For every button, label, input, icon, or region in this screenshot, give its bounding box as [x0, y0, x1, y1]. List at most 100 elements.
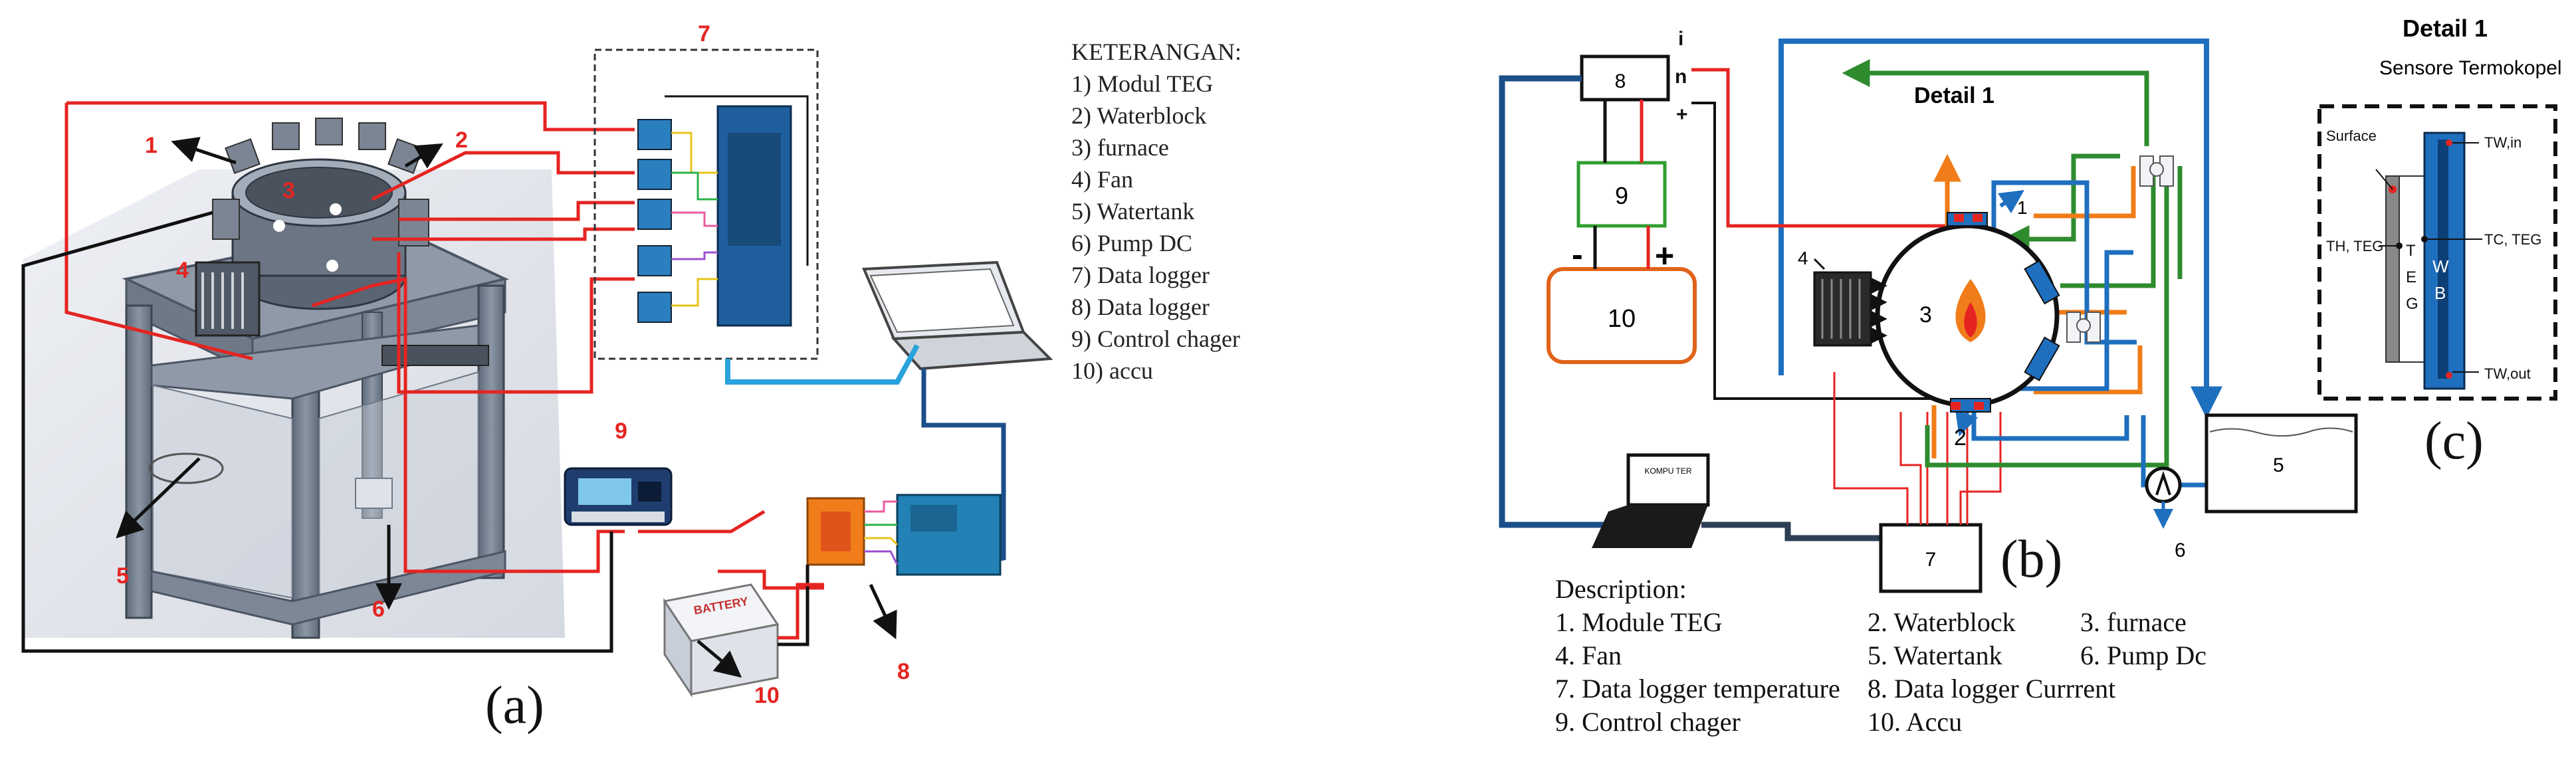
detail-label: Detail 1 [1914, 83, 1994, 108]
callout-9: 9 [615, 419, 627, 444]
teg-letter: T [2406, 242, 2416, 260]
legend-item: 7) Data logger [1071, 262, 1210, 288]
desc-item: 1. Module TEG [1555, 607, 1722, 637]
detail-title: Detail 1 [2403, 15, 2488, 42]
callout-numbers: 1 2 3 4 5 6 7 8 9 10 [116, 21, 910, 708]
laptop-a [862, 260, 1053, 371]
legend-item: 8) Data logger [1071, 294, 1210, 320]
callout-6: 6 [372, 597, 385, 622]
panel-b: 8 9 10 - + i n + KOMPU TER 7 [1499, 28, 2358, 737]
polarity-plus: + [1655, 237, 1674, 274]
callout-8: 8 [897, 659, 910, 684]
legend-item: 1) Modul TEG [1071, 70, 1213, 97]
wb-letter: W [2432, 256, 2449, 276]
control-charger-model [564, 467, 673, 526]
box-10 [1547, 267, 1697, 364]
fan-number: 4 [1798, 248, 1808, 268]
desc-item: 5. Watertank [1868, 640, 2002, 670]
legend-item: 3) furnace [1071, 134, 1169, 161]
box-10-label: 10 [1608, 305, 1636, 333]
callout-2: 2 [455, 128, 468, 153]
laptop-b: KOMPU TER [1592, 453, 1710, 548]
legend-item: 10) accu [1071, 357, 1153, 384]
desc-item: 8. Data logger Currrent [1868, 674, 2115, 704]
box-8 [1580, 54, 1670, 102]
teg-letter: E [2406, 268, 2416, 286]
description-title: Description: [1555, 574, 1687, 604]
comm-cable-bottom [1701, 522, 1881, 541]
terminals: i n + [1675, 28, 1688, 126]
terminal-i: i [1678, 28, 1683, 50]
detail-subtitle: Sensore Termokopel [2379, 57, 2562, 79]
polarity-minus: - [1572, 236, 1583, 273]
battery-model: BATTERY [663, 583, 780, 698]
box-7 [1879, 523, 1983, 593]
terminal-plus: + [1676, 104, 1688, 126]
surface-label: Surface [2326, 128, 2377, 144]
legend-a: KETERANGAN: 1) Modul TEG 2) Waterblock 3… [1071, 39, 1241, 384]
pump-number: 6 [2175, 539, 2186, 561]
desc-item: 10. Accu [1868, 707, 1962, 737]
fan-b [1813, 271, 1887, 347]
desc-item: 6. Pump Dc [2080, 640, 2206, 670]
legend-item: 2) Waterblock [1071, 102, 1206, 129]
green-pipes [1854, 70, 2183, 468]
teg-letters: T E G [2406, 242, 2418, 313]
legend-title: KETERANGAN: [1071, 39, 1241, 65]
furnace-number: 3 [1919, 302, 1932, 328]
black-wire [21, 211, 613, 653]
legend-item: 9) Control chager [1071, 326, 1240, 352]
valve-right [2066, 312, 2101, 343]
callout-3: 3 [282, 178, 295, 203]
thermocouple-points [2375, 140, 2482, 379]
terminal-n: n [1675, 66, 1687, 88]
sensor-labels: Surface TH, TEG TC, TEG TW,in TW,out [2326, 128, 2541, 382]
surface-plate [2385, 175, 2400, 363]
tin-label: TW,in [2484, 134, 2522, 151]
caption-a: (a) [485, 676, 544, 735]
teg-letter: G [2406, 295, 2418, 313]
description: Description: 1. Module TEG 2. Waterblock… [1555, 574, 2206, 737]
desc-item: 9. Control chager [1555, 707, 1741, 737]
table-frame [122, 224, 510, 639]
laptop-text: KOMPU TER [1644, 466, 1691, 476]
detail-dashed-box [2317, 104, 2557, 401]
pump-model [355, 478, 393, 509]
box-9-label: 9 [1615, 182, 1628, 209]
data-logger-dashed-box [593, 48, 819, 360]
teg-number: 1 [2017, 197, 2028, 218]
legend-item: 4) Fan [1071, 166, 1133, 193]
box-7-label: 7 [1925, 549, 1937, 571]
box-8-label: 8 [1615, 70, 1626, 92]
callout-7: 7 [698, 21, 710, 47]
signal-wires [665, 95, 809, 307]
comm-cable-left [1499, 75, 1608, 528]
callout-5: 5 [116, 563, 129, 589]
panel-a: BATTERY 1 2 3 4 5 [21, 21, 1241, 735]
wb-letter: B [2434, 283, 2446, 303]
tank-drain [148, 452, 224, 484]
wb-letters: W B [2432, 256, 2449, 303]
thermocouple-modules [637, 119, 672, 323]
th-label: TH, TEG [2326, 238, 2383, 254]
blue-top-loop [1778, 39, 2209, 405]
callout-10: 10 [754, 683, 780, 708]
callout-4: 4 [176, 258, 189, 283]
fan-model [195, 261, 261, 337]
desc-item: 7. Data logger temperature [1555, 674, 1840, 704]
box-9 [1576, 161, 1667, 228]
callout-arrows [116, 137, 897, 678]
desc-item: 3. furnace [2080, 607, 2187, 637]
uno-wires [864, 500, 899, 565]
panel-c: Detail 1 Sensore Termokopel T E G W B [2317, 15, 2562, 470]
flame-icon [1955, 279, 1986, 342]
desc-item: 2. Waterblock [1868, 607, 2016, 637]
usb-cable-1 [725, 344, 920, 385]
legend-item: 5) Watertank [1071, 198, 1194, 225]
valve-top [2139, 155, 2174, 187]
tc-label: TC, TEG [2484, 231, 2541, 248]
black-current-wire [1691, 102, 1947, 400]
watertank-b [2204, 413, 2358, 514]
red-wiring [64, 101, 824, 590]
battery-red-wire [778, 583, 824, 640]
